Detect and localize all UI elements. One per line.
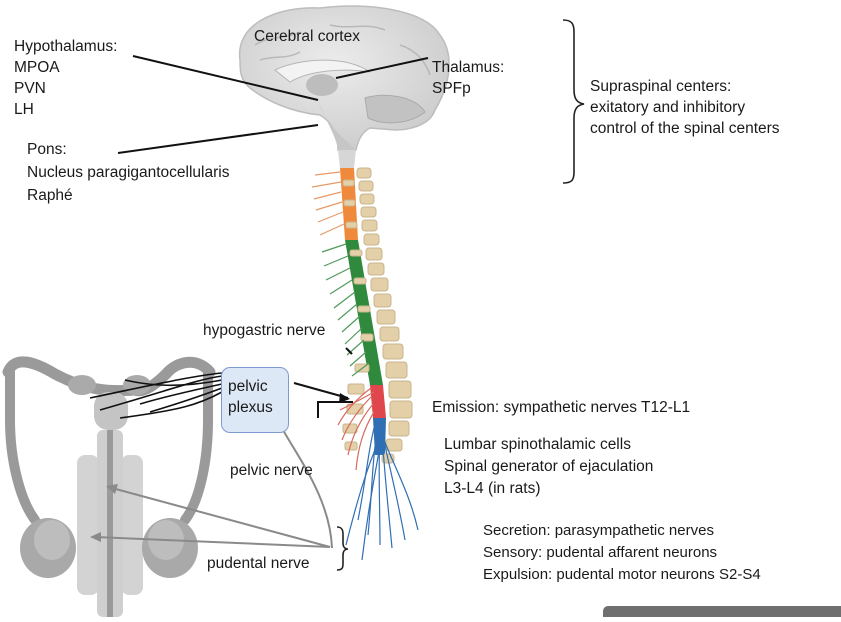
label-spinal-generator-line2: Spinal generator of ejaculation [444, 456, 653, 477]
label-secretion: Secretion: parasympathetic nerves [483, 520, 714, 541]
brace-supraspinal [563, 20, 584, 183]
label-hypogastric-nerve: hypogastric nerve [203, 320, 325, 341]
bottom-scroll-bar[interactable] [603, 606, 841, 617]
label-hypothalamus-title: Hypothalamus: [14, 36, 117, 57]
label-pons-nucleus: Nucleus paragigantocellularis [27, 162, 229, 183]
label-hypothalamus-lh: LH [14, 99, 34, 120]
label-hypothalamus-pvn: PVN [14, 78, 46, 99]
label-thalamus-title: Thalamus: [432, 57, 504, 78]
label-supraspinal-title: Supraspinal centers: [590, 76, 731, 97]
brace-pudental [337, 527, 348, 570]
pelvic-organs [20, 375, 198, 617]
label-emission: Emission: sympathetic nerves T12-L1 [432, 397, 690, 418]
label-pons-title: Pons: [27, 139, 67, 160]
label-pudental-nerve: pudental nerve [207, 553, 310, 574]
label-spinal-generator-line1: Lumbar spinothalamic cells [444, 434, 631, 455]
label-pelvic-plexus-line1: pelvic [228, 376, 268, 397]
label-pelvic-nerve: pelvic nerve [230, 460, 313, 481]
label-supraspinal-line3: control of the spinal centers [590, 118, 780, 139]
label-thalamus-spfp: SPFp [432, 78, 471, 99]
label-hypothalamus-mpoa: MPOA [14, 57, 60, 78]
label-sensory: Sensory: pudental affarent neurons [483, 542, 717, 563]
label-cerebral-cortex: Cerebral cortex [254, 26, 360, 47]
label-spinal-generator-line3: L3-L4 (in rats) [444, 478, 540, 499]
label-supraspinal-line2: exitatory and inhibitory [590, 97, 745, 118]
label-pons-raphe: Raphé [27, 185, 73, 206]
label-pelvic-plexus-line2: plexus [228, 397, 273, 418]
label-expulsion: Expulsion: pudental motor neurons S2-S4 [483, 564, 761, 585]
